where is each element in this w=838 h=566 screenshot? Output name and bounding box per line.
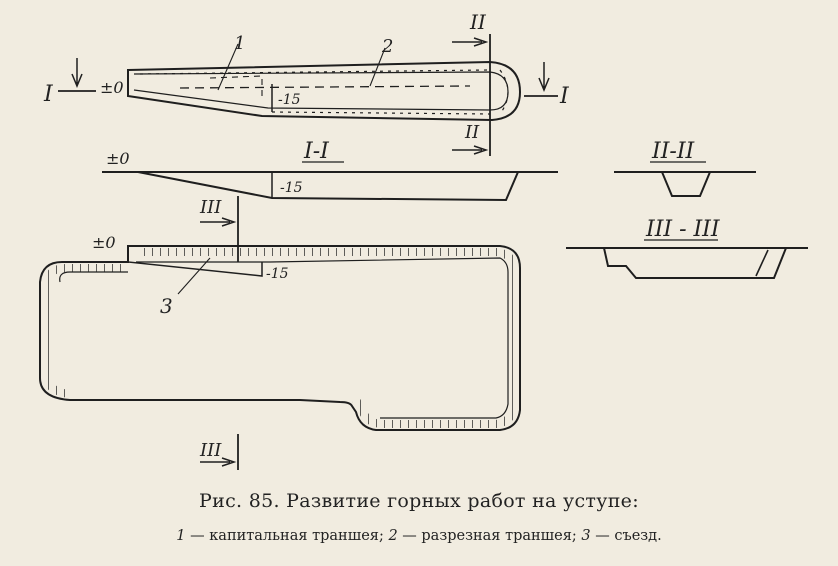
legend-num-1: 1 [176,528,186,544]
arrow-right-icon [452,145,489,155]
legend-num-2: 2 [388,528,398,544]
item-label-1: 1 [234,33,245,54]
item-label-2: 2 [381,36,393,57]
bench-outline-outer [39,245,521,431]
arrow-down-icon [71,58,83,88]
section-I-I-title: I-I [303,139,330,164]
section-profile [137,171,519,202]
section-I-I [102,171,558,202]
section-mark-III-top: III [199,197,222,218]
section-mark-II-bottom: II [464,122,480,143]
item-label-3: 3 [160,294,173,318]
leader-line-3 [177,257,211,295]
trench-outline-outer [127,60,522,122]
figure-caption-title: Рис. 85. Развитие горных работ на уступе… [199,490,639,512]
level-zero: ±0 [100,78,124,97]
section-III-III [566,247,808,279]
bench-hatch [42,248,518,428]
legend-text-3: съезд. [614,528,662,544]
trench-hatch-bottom [271,111,491,115]
ramp-outline [127,246,263,277]
trench-dash-center [179,85,471,89]
section-mark-III-bottom: III [199,440,222,461]
arrow-right-icon [452,37,489,47]
section-II-II-title: II-II [651,139,696,164]
section-mark-I-right: I [559,84,570,109]
plan-bottom-level-minus15: -15 [266,266,289,282]
plan-bottom [39,196,521,470]
bench-inner-line [59,257,509,419]
leader-line-1 [217,43,239,91]
section-III-III-title: III - III [645,217,721,242]
legend-num-3: 3 [581,528,591,544]
section-mark-II-top: II [469,10,487,34]
arrow-right-icon [200,457,237,467]
section-II-II [614,171,756,197]
leader-line-2 [369,47,386,87]
arrow-right-icon [200,217,237,227]
plan-top [58,34,558,156]
trench-inner-dash [209,75,263,100]
level-minus15: -15 [278,92,301,108]
trench-hatch-top [139,69,489,75]
section-mark-I-left: I [43,82,54,107]
trench-outline-inner [133,71,509,111]
mining-diagram: I ±0 I II II -15 1 2 ±0 I-I -15 II-II [39,10,808,470]
arrow-down-icon [538,62,550,92]
legend-text-1: капитальная траншея [209,528,379,544]
section-I-I-level-zero: ±0 [106,149,130,168]
figure-legend: 1 — капитальная траншея; 2 — разрезная т… [176,528,662,544]
section-I-I-level-minus15: -15 [280,180,303,196]
plan-bottom-level-zero: ±0 [92,233,116,252]
legend-text-2: разрезная траншея [421,528,572,544]
